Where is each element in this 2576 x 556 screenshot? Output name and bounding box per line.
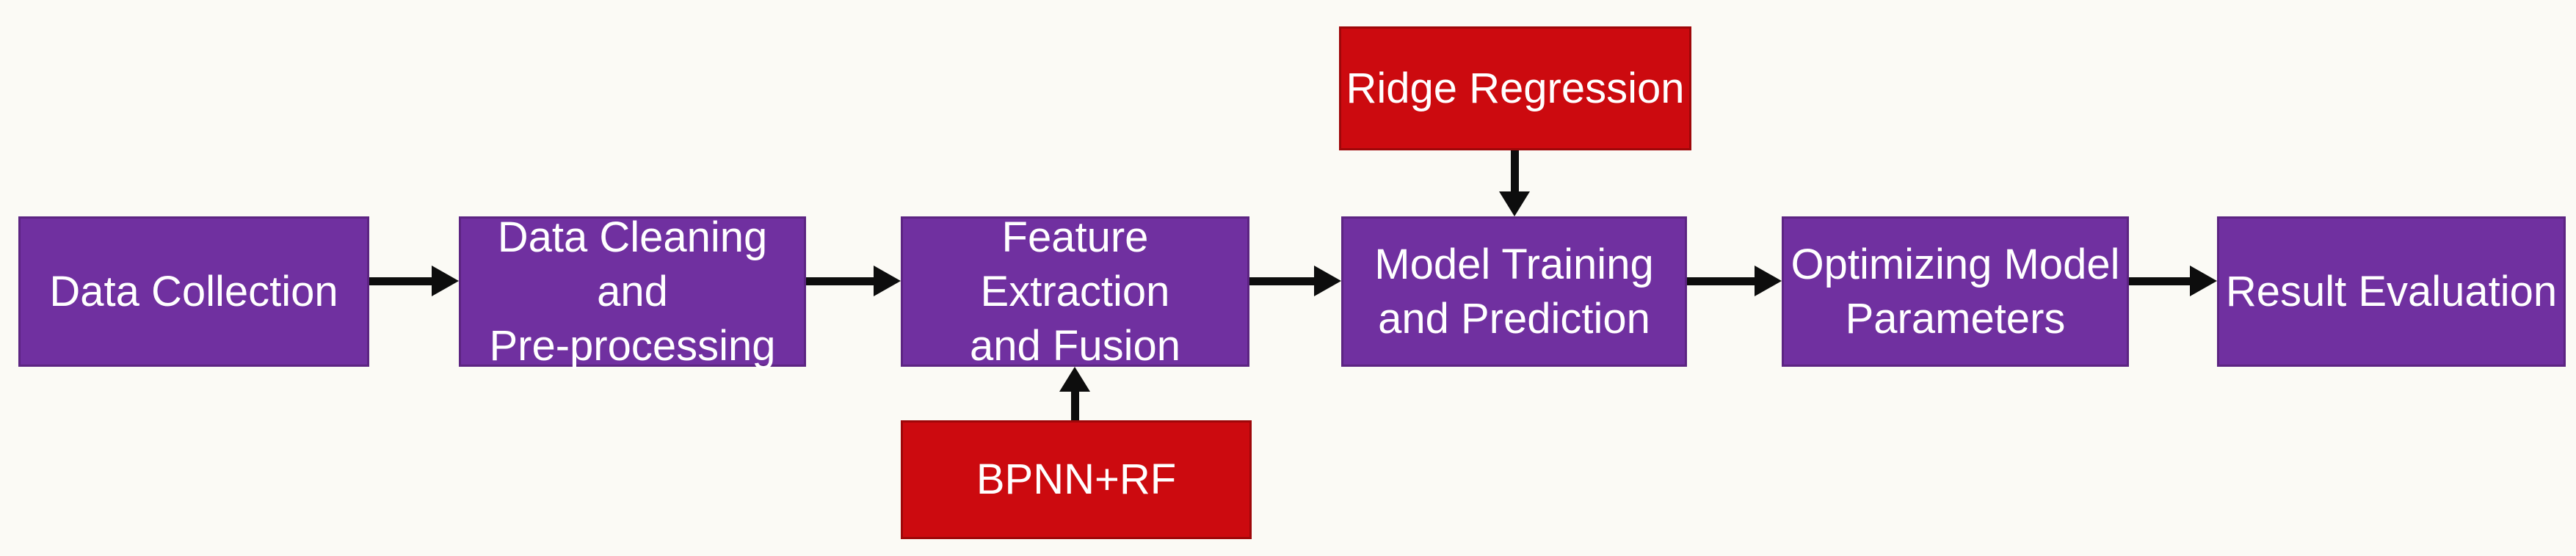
arrow-right-head-icon: [1314, 266, 1341, 296]
node-data-cleaning: Data Cleaning and Pre-processing: [459, 213, 806, 370]
arrow-collection-to-cleaning: [369, 265, 459, 297]
arrow-shaft: [1687, 277, 1755, 285]
arrow-right-head-icon: [2190, 266, 2217, 296]
arrow-right-head-icon: [1755, 266, 1782, 296]
node-ridge-regression: Ridge Regression: [1339, 26, 1691, 150]
arrow-up-head-icon: [1059, 367, 1090, 392]
arrow-bpnn-to-extraction: [1059, 367, 1091, 420]
arrow-cleaning-to-extraction: [806, 265, 901, 297]
node-feature-extraction: Feature Extraction and Fusion: [901, 213, 1249, 370]
arrow-optimizing-to-evaluation: [2129, 265, 2217, 297]
arrow-shaft: [2129, 277, 2190, 285]
arrow-shaft: [1070, 392, 1079, 420]
arrow-shaft: [369, 277, 432, 285]
arrow-right-head-icon: [432, 266, 459, 296]
arrow-extraction-to-training: [1249, 265, 1341, 297]
arrow-down-head-icon: [1499, 191, 1530, 216]
node-model-training: Model Training and Prediction: [1341, 216, 1687, 367]
arrow-shaft: [806, 277, 874, 285]
arrow-training-to-optimizing: [1687, 265, 1782, 297]
node-result-evaluation: Result Evaluation: [2217, 216, 2566, 367]
node-bpnn-rf: BPNN+RF: [901, 420, 1252, 539]
arrow-shaft: [1510, 150, 1519, 191]
node-data-collection: Data Collection: [18, 216, 369, 367]
arrow-shaft: [1249, 277, 1314, 285]
arrow-ridge-to-training: [1498, 150, 1531, 216]
node-optimizing-parameters: Optimizing Model Parameters: [1782, 216, 2129, 367]
arrow-right-head-icon: [874, 266, 901, 296]
